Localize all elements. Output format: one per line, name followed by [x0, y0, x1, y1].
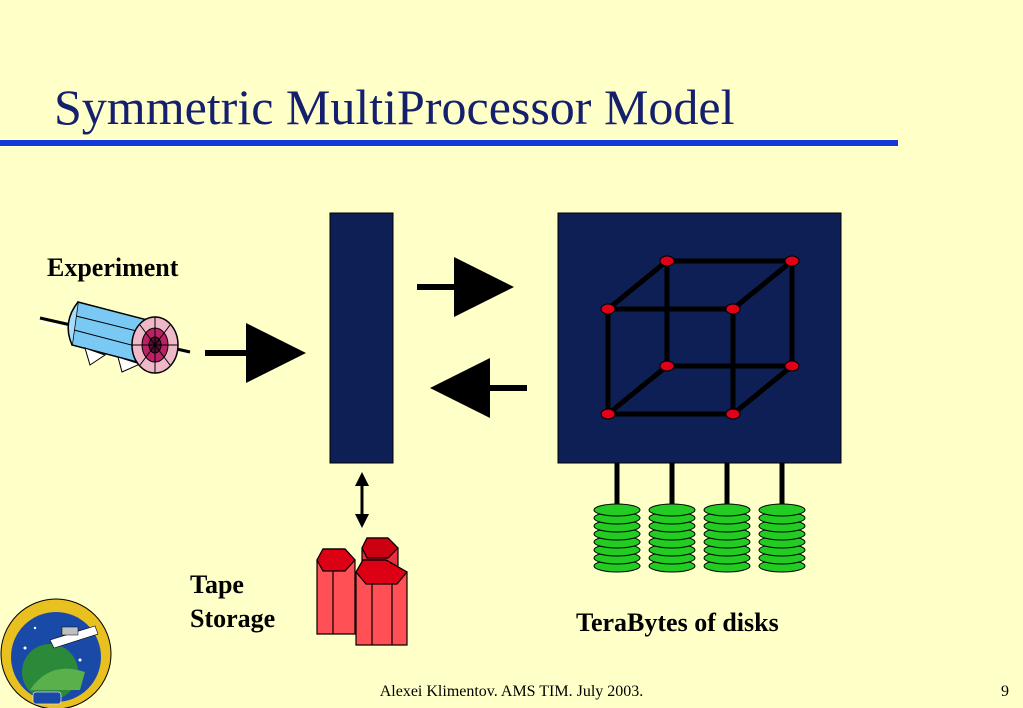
disk-stack	[593, 503, 641, 573]
processor-cube	[605, 258, 795, 417]
title-underline	[0, 140, 898, 146]
page-title: Symmetric MultiProcessor Model	[54, 79, 735, 135]
experiment-label: Experiment	[47, 253, 179, 282]
mission-patch-logo	[0, 598, 112, 708]
disk-platter	[593, 503, 641, 517]
disk-platter	[703, 503, 751, 517]
processor-bus-block	[329, 212, 394, 464]
smp-processor-box	[557, 212, 842, 464]
disk-connectors	[614, 463, 785, 506]
disk-platter	[648, 503, 696, 517]
disk-stacks	[593, 503, 806, 573]
arrow-bus-tape	[355, 472, 369, 528]
processor-nodes	[600, 255, 800, 420]
detector-icon	[39, 301, 191, 374]
disk-stack	[703, 503, 751, 573]
tape-storage-label: Tape Storage	[190, 568, 275, 636]
disk-stack	[758, 503, 806, 573]
disks-label: TeraBytes of disks	[576, 608, 779, 637]
page-number: 9	[1001, 683, 1009, 700]
slide-footer: Alexei Klimentov. AMS TIM. July 2003.	[379, 683, 644, 700]
tape-label-line1: Tape	[190, 570, 244, 599]
disk-platter	[758, 503, 806, 517]
tape-label-line2: Storage	[190, 603, 276, 633]
tape-cartridge-icon	[316, 537, 408, 646]
disk-stack	[648, 503, 696, 573]
